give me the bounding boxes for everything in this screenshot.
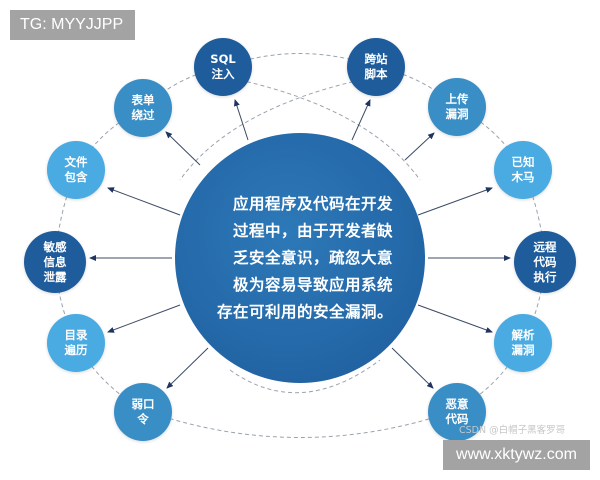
node-sql-injection: SQL 注入 (194, 38, 252, 96)
node-label: SQL (210, 52, 236, 66)
node-known-trojan: 已知 木马 (494, 141, 552, 199)
node-label: 上传 (445, 92, 469, 106)
watermark-bottom-right: www.xktywz.com (443, 440, 590, 470)
node-malicious-code: 恶意 代码 (428, 383, 486, 441)
node-label: 代码 (445, 412, 469, 426)
node-label: 注入 (211, 67, 235, 81)
node-label: 恶意 (445, 397, 469, 411)
node-label: 远程 (533, 239, 557, 254)
node-label: 漏洞 (445, 107, 469, 121)
node-rce: 远程 代码 执行 (514, 231, 576, 293)
node-info-leak: 敏感 信息 泄露 (24, 231, 86, 293)
node-parse-vuln: 解析 漏洞 (494, 314, 552, 372)
node-label: 遍历 (64, 343, 88, 357)
center-description: 应用程序及代码在开发 过程中，由于开发者缺 乏安全意识，疏忽大意 极为容易导致应… (213, 191, 393, 326)
center-line: 乏安全意识，疏忽大意 (232, 248, 393, 267)
node-dir-traversal: 目录 遍历 (47, 314, 105, 372)
watermark-top-left: TG: MYYJJPP (10, 10, 135, 40)
node-xss: 跨站 脚本 (347, 38, 405, 96)
center-line: 存在可利用的安全漏洞。 (216, 302, 393, 321)
node-label: 弱口 (131, 397, 155, 411)
node-label: 文件 (64, 155, 88, 169)
node-label: 木马 (511, 170, 535, 184)
center-line: 极为容易导致应用系统 (232, 275, 393, 294)
arrows (89, 99, 511, 389)
watermark-csdn: CSDN @白帽子黑客罗哥 (459, 425, 566, 436)
node-weak-password: 弱口 令 (114, 383, 172, 441)
center-description-circle: 应用程序及代码在开发 过程中，由于开发者缺 乏安全意识，疏忽大意 极为容易导致应… (175, 133, 425, 383)
center-line: 过程中，由于开发者缺 (232, 221, 393, 240)
node-label: 令 (137, 412, 149, 426)
node-label: 敏感 (43, 239, 67, 254)
center-line: 应用程序及代码在开发 (232, 194, 393, 213)
node-label: 跨站 (364, 52, 388, 66)
node-label: 目录 (64, 328, 88, 342)
node-label: 解析 (511, 328, 535, 342)
node-label: 脚本 (364, 67, 388, 81)
node-label: 执行 (533, 269, 557, 284)
node-label: 代码 (533, 254, 557, 269)
node-label: 漏洞 (511, 343, 535, 357)
node-upload-vuln: 上传 漏洞 (428, 78, 486, 136)
node-label: 包含 (64, 170, 88, 184)
node-file-inclusion: 文件 包含 (47, 141, 105, 199)
node-label: 表单 (131, 93, 155, 107)
node-form-bypass: 表单 绕过 (114, 79, 172, 137)
node-label: 泄露 (43, 269, 67, 284)
node-label: 已知 (511, 155, 535, 169)
node-label: 信息 (43, 254, 67, 269)
node-label: 绕过 (131, 108, 155, 122)
